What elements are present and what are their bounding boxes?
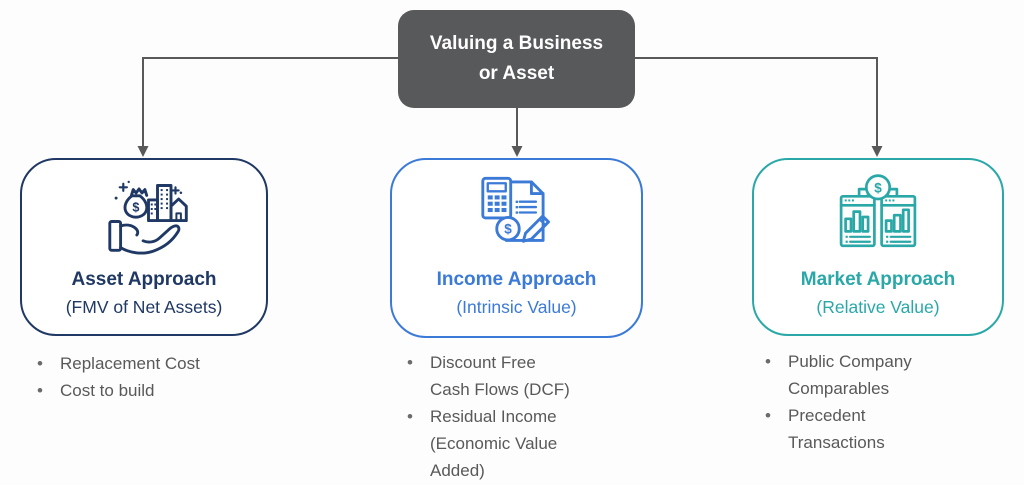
market-approach-bullets: Public Company Comparables Precedent Tra…: [762, 348, 914, 456]
connector-asset: [142, 57, 398, 147]
bullet-item: Cost to build: [34, 377, 244, 404]
market-approach-title: Market Approach: [800, 269, 956, 290]
asset-approach-bullets: Replacement Cost Cost to build: [34, 350, 244, 404]
income-approach-bullets: Discount Free Cash Flows (DCF) Residual …: [404, 349, 576, 484]
asset-approach-subtitle: (FMV of Net Assets): [65, 297, 223, 317]
root-node: Valuing a Business or Asset: [398, 10, 635, 108]
market-approach-card: $ Market Approach (Relative Value): [752, 158, 1004, 336]
income-approach-card: $ Income Approach (Intrinsic Value): [390, 158, 643, 338]
bullet-item: Precedent Transactions: [762, 402, 914, 456]
arrowhead-market: [871, 146, 883, 157]
connector-market: [635, 57, 878, 147]
svg-text:$: $: [504, 222, 512, 237]
root-title-line1: Valuing a Business: [429, 33, 604, 54]
svg-text:$: $: [874, 180, 882, 195]
bullet-item: Discount Free Cash Flows (DCF): [404, 349, 576, 403]
bullet-item: Replacement Cost: [34, 350, 244, 377]
asset-approach-card: $ Asset Approach (FMV of Net Assets): [20, 158, 268, 336]
hand-holding-assets-icon: $: [108, 180, 188, 255]
calculator-document-pencil-icon: $: [480, 176, 550, 243]
root-title-line2: or Asset: [478, 63, 555, 84]
bullet-item: Public Company Comparables: [762, 348, 914, 402]
arrowhead-income: [511, 146, 523, 157]
asset-approach-title: Asset Approach: [71, 269, 217, 290]
income-approach-subtitle: (Intrinsic Value): [456, 297, 577, 317]
market-approach-subtitle: (Relative Value): [816, 297, 940, 317]
arrowhead-asset: [137, 146, 149, 157]
comparable-charts-icon: $: [839, 174, 917, 248]
income-approach-title: Income Approach: [436, 269, 597, 290]
svg-text:$: $: [132, 201, 139, 215]
bullet-item: Residual Income (Economic Value Added): [404, 403, 576, 484]
